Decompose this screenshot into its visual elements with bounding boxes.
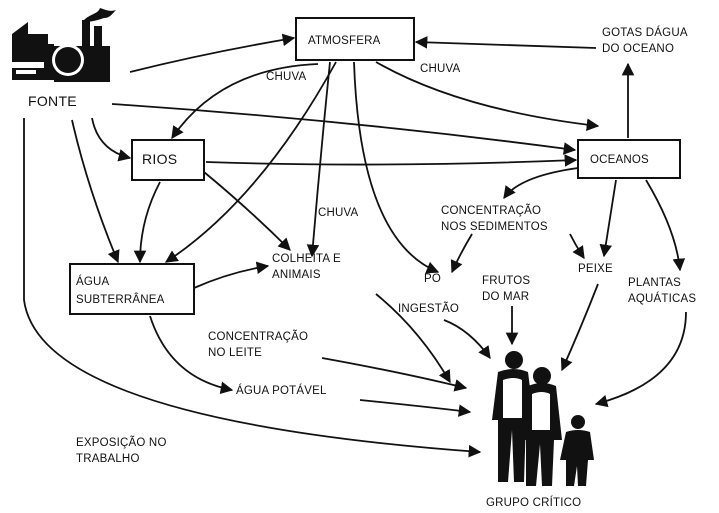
frutos-label-line2: DO MAR [482, 291, 529, 303]
peixe-label: PEIXE [578, 263, 613, 275]
rios-box [131, 139, 205, 181]
po-label: PÓ [424, 272, 441, 285]
rios-label: RIOS [142, 151, 177, 167]
agua-subterranea-label-line2: SUBTERRÂNEA [76, 293, 165, 306]
plantas-label-line2: AQUÁTICAS [628, 292, 696, 305]
frutos-label-line1: FRUTOS [482, 275, 530, 287]
colheita-label-line1: COLHEITA E [272, 253, 341, 265]
arrow-gotas-atmosfera [414, 36, 597, 49]
arrow-atmosfera-po [353, 61, 440, 274]
arrow-atmosfera-oceanos [375, 61, 600, 131]
arrow-colheita-grupo [375, 293, 451, 384]
plantas-label-line1: PLANTAS [628, 277, 681, 289]
arrow-fonte-agua-subterranea [71, 119, 120, 264]
agua-subterranea-box [69, 263, 195, 315]
concentracao-sedimentos-label-line1: CONCENTRAÇÃO [441, 204, 541, 217]
arrow-fonte-oceanos [111, 103, 577, 155]
exposicao-label-line1: EXPOSIÇÃO NO [76, 436, 167, 449]
oceanos-box [577, 139, 681, 179]
arrow-atmosfera-colheita [306, 61, 331, 258]
arrow-fonte-atmosfera [129, 33, 296, 73]
atmosfera-box [295, 17, 415, 61]
grupo-critico-label: GRUPO CRÍTICO [486, 496, 581, 509]
arrow-fonte-rios [91, 117, 132, 162]
arrow-agua-potavel-grupo [359, 399, 472, 417]
arrow-atmosfera-rios [171, 63, 319, 140]
arrow-subterranea-colheita [193, 261, 270, 289]
concentracao-sedimentos-label-line2: NOS SEDIMENTOS [441, 221, 548, 233]
concentracao-leite-label-line1: CONCENTRAÇÃO [208, 330, 308, 343]
arrow-oceanos-plantas [645, 179, 686, 272]
family-icon [492, 351, 594, 486]
agua-potavel-label: ÁGUA POTÁVEL [236, 384, 327, 397]
chuva-left-label: CHUVA [266, 71, 307, 83]
gotas-label-line1: GOTAS DÁGUA [602, 26, 688, 39]
arrow-rios-oceanos [205, 154, 578, 167]
colheita-label-line2: ANIMAIS [272, 269, 321, 281]
arrow-atmosfera-agua-subterranea [164, 61, 337, 263]
chuva-middle-label: CHUVA [318, 207, 359, 219]
oceanos-label: OCEANOS [590, 154, 649, 166]
gotas-label-line2: DO OCEANO [602, 43, 674, 55]
arrow-peixe-grupo [560, 283, 599, 372]
factory-icon [12, 8, 116, 82]
agua-subterranea-label-line1: ÁGUA [76, 275, 110, 288]
fonte-label: FONTE [28, 93, 77, 109]
concentracao-leite-label-line2: NO LEITE [208, 347, 262, 359]
arrow-rios-agua-subterranea [133, 181, 161, 264]
arrow-sedimentos-po [450, 233, 473, 274]
atmosfera-label: ATMOSFERA [308, 35, 381, 47]
arrow-rios-colheita [203, 171, 291, 251]
arrow-po-grupo [443, 319, 491, 360]
arrow-sedimentos-peixe [569, 233, 585, 260]
arrow-leite-grupo [321, 357, 468, 392]
exposicao-label-line2: TRABALHO [76, 453, 140, 465]
ingestao-label: INGESTÃO [398, 302, 459, 315]
arrow-subterranea-agua-potavel [149, 315, 234, 395]
arrow-oceanos-peixe [599, 179, 617, 258]
arrow-oceanos-sedimentos [503, 167, 579, 200]
arrow-plantas-grupo [594, 311, 687, 408]
chuva-right-label: CHUVA [420, 63, 461, 75]
arrows [23, 33, 687, 458]
arrow-fonte-exposicao [23, 118, 482, 458]
